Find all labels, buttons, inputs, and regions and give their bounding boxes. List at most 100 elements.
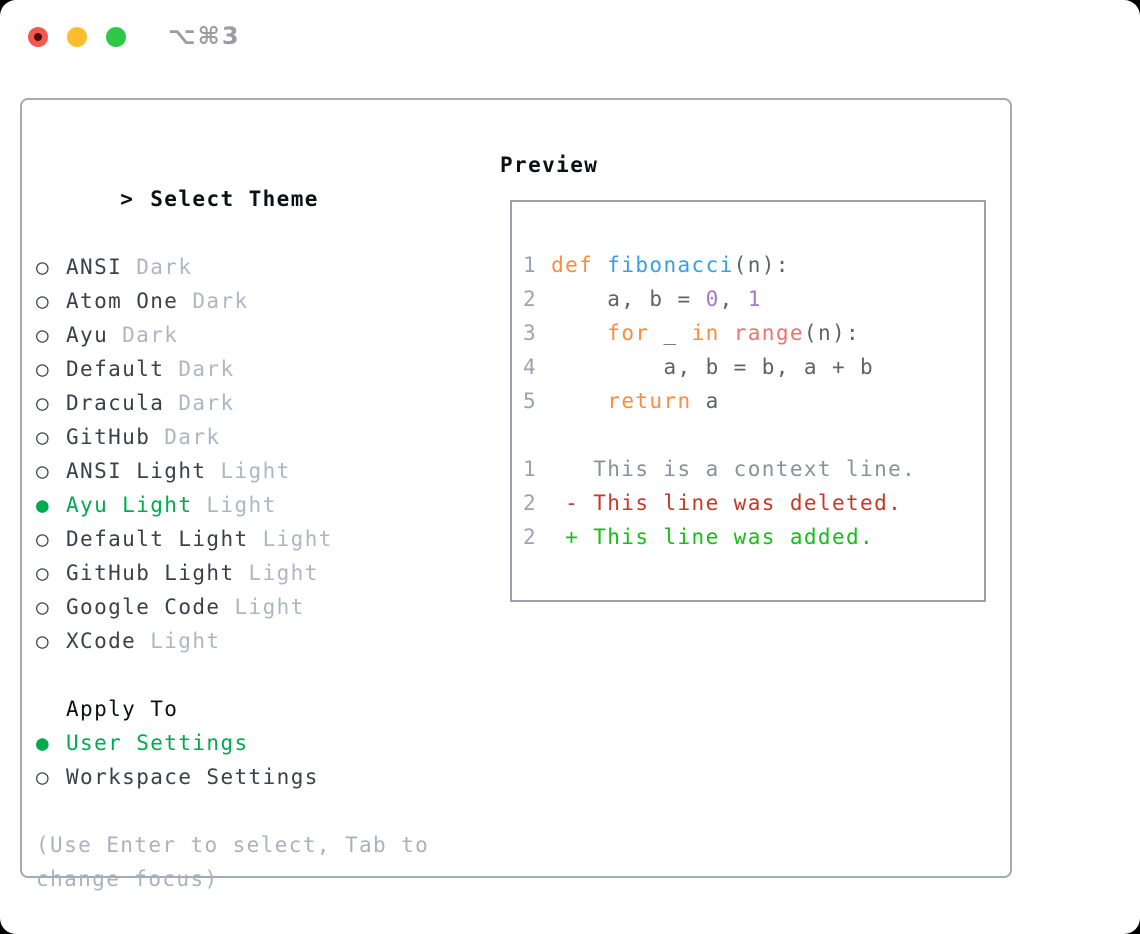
theme-option-variant: Dark [178, 357, 235, 381]
radio-off-icon: ○ [36, 323, 51, 347]
close-button[interactable] [28, 27, 48, 47]
radio-on-icon: ● [36, 493, 51, 517]
theme-option-name: Dracula [66, 391, 165, 415]
theme-option[interactable]: ○ Dracula Dark [36, 386, 429, 420]
theme-option-name: Ayu Light [66, 493, 193, 517]
theme-option-variant: Dark [178, 391, 235, 415]
token-sp: range [733, 321, 804, 345]
token-gutter: 1 [523, 457, 538, 481]
token-gutter: 2 [523, 525, 538, 549]
theme-option-variant: Dark [122, 323, 179, 347]
code-line: 4 a, b = b, a + b [523, 350, 976, 384]
token-ctx: This is a context line. [537, 457, 917, 481]
apply-to-option-label: Workspace Settings [66, 765, 319, 789]
theme-option-variant: Light [234, 595, 305, 619]
token-kw: for [607, 321, 650, 345]
theme-option-name: GitHub Light [66, 561, 235, 585]
token-kw: def [551, 253, 608, 277]
apply-to-option-label: User Settings [66, 731, 249, 755]
window-title: ⌥⌘3 [168, 22, 241, 50]
radio-off-icon: ○ [36, 765, 51, 789]
token-gutter: 2 [523, 491, 538, 515]
radio-off-icon: ○ [36, 425, 51, 449]
token-fg: a, b = [551, 287, 706, 311]
token-fg [551, 321, 607, 345]
preview-header: Preview [500, 153, 599, 177]
theme-option-name: ANSI [66, 255, 123, 279]
token-fg [720, 321, 734, 345]
zoom-button[interactable] [106, 27, 126, 47]
token-num: 0 [705, 287, 720, 311]
hint-line: change focus) [36, 867, 219, 891]
token-del: - This line was deleted. [537, 491, 903, 515]
theme-option[interactable]: ● Ayu Light Light [36, 488, 429, 522]
radio-off-icon: ○ [36, 391, 51, 415]
theme-option-variant: Light [206, 493, 277, 517]
radio-off-icon: ○ [36, 595, 51, 619]
radio-off-icon: ○ [36, 527, 51, 551]
token-add: + This line was added. [537, 525, 875, 549]
token-fg: (n): [733, 253, 790, 277]
theme-option[interactable]: ○ Google Code Light [36, 590, 429, 624]
cursor-icon: > [120, 187, 135, 211]
theme-option-variant: Light [150, 629, 221, 653]
radio-off-icon: ○ [36, 459, 51, 483]
hint-text: (Use Enter to select, Tab to change focus… [36, 828, 429, 896]
theme-option[interactable]: ○ Default Light Light [36, 522, 429, 556]
theme-option[interactable]: ○ ANSI Light Light [36, 454, 429, 488]
theme-option-name: Default [66, 357, 165, 381]
code-line: 2 a, b = 0, 1 [523, 282, 976, 316]
apply-to-option[interactable]: ○ Workspace Settings [36, 760, 429, 794]
token-num: 1 [747, 287, 762, 311]
token-gutter: 4 [523, 355, 552, 379]
token-fg [551, 389, 607, 413]
token-kw: in [691, 321, 720, 345]
select-theme-header: > Select Theme [36, 148, 429, 250]
theme-option-name: Atom One [66, 289, 179, 313]
theme-option-name: Default Light [66, 527, 249, 551]
minimize-button[interactable] [67, 27, 87, 47]
code-line: 1 def fibonacci(n): [523, 248, 976, 282]
code-line: 3 for _ in range(n): [523, 316, 976, 350]
radio-off-icon: ○ [36, 357, 51, 381]
radio-off-icon: ○ [36, 629, 51, 653]
theme-option-variant: Light [262, 527, 333, 551]
token-gutter: 2 [523, 287, 552, 311]
theme-option[interactable]: ○ GitHub Dark [36, 420, 429, 454]
token-gutter: 1 [523, 253, 552, 277]
token-fn: fibonacci [607, 253, 734, 277]
token-fg: _ [649, 321, 692, 345]
theme-option[interactable]: ○ Default Dark [36, 352, 429, 386]
code-line: 2 - This line was deleted. [523, 486, 976, 520]
token-fg: (n): [803, 321, 861, 345]
theme-option-name: GitHub [66, 425, 151, 449]
theme-option-name: Google Code [66, 595, 221, 619]
theme-option-variant: Light [220, 459, 291, 483]
theme-option-name: ANSI Light [66, 459, 207, 483]
blank-line [523, 418, 976, 452]
theme-option-variant: Dark [192, 289, 249, 313]
apply-to-option[interactable]: ● User Settings [36, 726, 429, 760]
code-line: 1 This is a context line. [523, 452, 976, 486]
apply-to-section: Apply To ●User Settings○Workspace Settin… [36, 692, 429, 794]
titlebar: ⌥⌘3 [0, 0, 1140, 74]
token-fg: , [719, 287, 748, 311]
hint-line: (Use Enter to select, Tab to [36, 833, 430, 857]
radio-on-icon: ● [36, 731, 51, 755]
theme-option-variant: Dark [164, 425, 221, 449]
token-gutter: 3 [523, 321, 552, 345]
token-gutter: 5 [523, 389, 552, 413]
select-theme-title: Select Theme [150, 187, 319, 211]
radio-off-icon: ○ [36, 561, 51, 585]
radio-off-icon: ○ [36, 255, 51, 279]
